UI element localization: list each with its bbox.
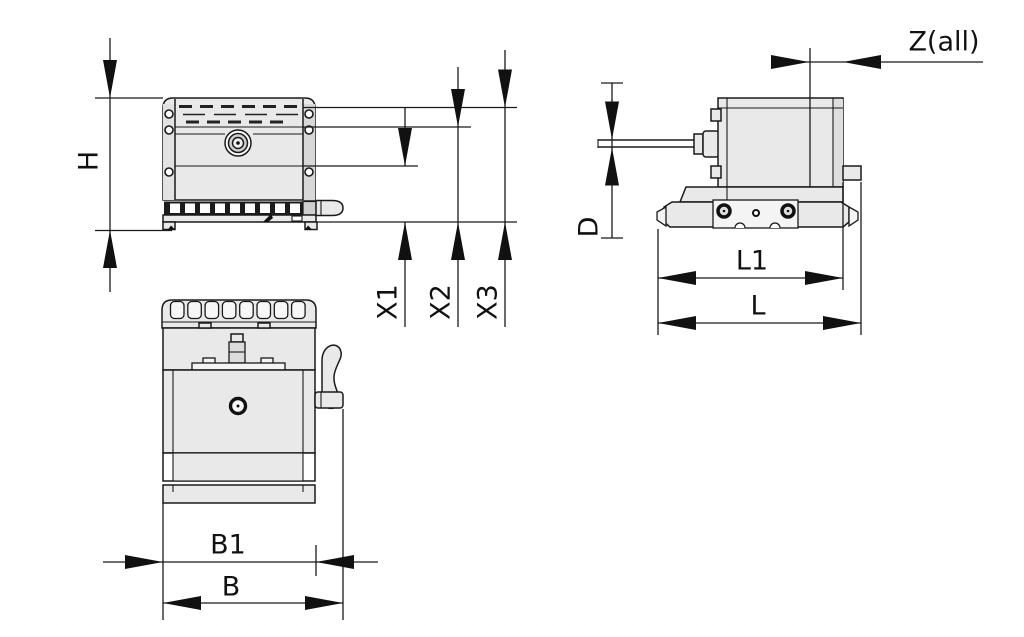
handle-bracket: [314, 391, 344, 409]
dimension-label-l: L: [750, 291, 765, 322]
screw-hole: [164, 167, 174, 177]
top-lower-band-inner: [172, 452, 304, 482]
rod-nut: [702, 130, 720, 158]
arrowhead: [163, 596, 201, 610]
vent-slots: [179, 105, 298, 124]
dimension-label-z: Z(all): [908, 27, 979, 58]
dimension-z: Z(all): [771, 27, 983, 69]
arrowhead: [843, 55, 881, 69]
cap-bumps: [169, 300, 306, 320]
base-right-wedge: [848, 205, 859, 228]
dimension-label-h: H: [74, 151, 105, 171]
screw-hole: [304, 125, 314, 135]
dimension-label-x2: X2: [426, 284, 457, 320]
side-body-right-strip: [833, 99, 843, 186]
stem-cap: [230, 333, 244, 343]
side-plug-bottom: [710, 165, 722, 179]
mounting-screws: [716, 203, 796, 219]
arrowhead: [771, 55, 809, 69]
dimension-x3: X3: [473, 50, 512, 327]
arrowhead: [451, 89, 465, 127]
hole-center: [236, 404, 240, 408]
arrowhead: [605, 147, 619, 186]
insert-notch: [769, 222, 781, 229]
screw-hole: [164, 109, 174, 119]
dimension-l: L: [658, 291, 861, 330]
dimension-l1: L1: [657, 182, 862, 335]
stem-plate: [191, 362, 286, 371]
arrowhead: [658, 316, 696, 330]
foot-mark: [168, 225, 175, 230]
top-tab: [257, 322, 271, 329]
release-lever-mark: [263, 214, 273, 222]
dimension-label-b: B: [222, 572, 241, 603]
front-screw-holes: [164, 109, 314, 177]
side-tab: [842, 165, 862, 181]
arrowhead: [398, 128, 412, 166]
dimension-label-x1: X1: [373, 284, 404, 320]
arrowhead: [498, 69, 512, 108]
top-view: [161, 299, 344, 504]
arrowhead: [805, 271, 843, 285]
dimension-x1: X1: [373, 107, 412, 327]
side-view: [597, 48, 862, 229]
arrowhead: [605, 101, 619, 140]
top-tab: [198, 322, 212, 329]
screw-center: [786, 209, 790, 213]
side-body: [717, 97, 844, 188]
arrowhead: [103, 60, 117, 98]
rod-collar: [693, 133, 704, 155]
dimension-label-x3: X3: [473, 284, 504, 320]
arrowhead: [103, 230, 117, 268]
dimension-b: B: [163, 572, 343, 610]
dimension-x2: X2: [426, 67, 465, 327]
arrowhead: [823, 316, 861, 330]
dimension-label-b1: B1: [210, 530, 246, 561]
clamp-rail: [164, 200, 317, 216]
dimension-x-group: X1 X2 X3: [303, 50, 517, 327]
screw-hole: [164, 125, 174, 135]
top-base-band: [162, 484, 316, 504]
side-plug-top: [710, 108, 722, 122]
spindle-rod: [597, 130, 720, 158]
dimension-label-l1: L1: [736, 246, 768, 277]
arrowhead: [305, 596, 343, 610]
front-base-strip: [162, 214, 317, 223]
top-cap: [161, 299, 317, 329]
screw-hole: [304, 109, 314, 119]
foot-mark: [305, 225, 312, 230]
dimension-h: H: [74, 38, 172, 292]
spindle-knob: [224, 129, 252, 157]
arrowhead: [498, 222, 512, 260]
screw-hole: [304, 167, 314, 177]
dimension-b1: B1: [103, 409, 378, 620]
arrowhead: [658, 271, 696, 285]
dimension-d: D: [574, 82, 623, 239]
arrowhead: [451, 222, 465, 260]
arrowhead: [398, 222, 412, 260]
insert-notch: [734, 222, 746, 229]
base-notch: [291, 215, 303, 222]
front-view: [162, 97, 344, 231]
front-handle-stub: [315, 199, 344, 217]
center-hole: [752, 209, 760, 217]
dimension-label-d: D: [574, 217, 605, 238]
screw-center: [722, 209, 726, 213]
base-left-wedge: [656, 205, 667, 228]
arrowhead: [316, 555, 354, 569]
arrowhead: [125, 555, 163, 569]
